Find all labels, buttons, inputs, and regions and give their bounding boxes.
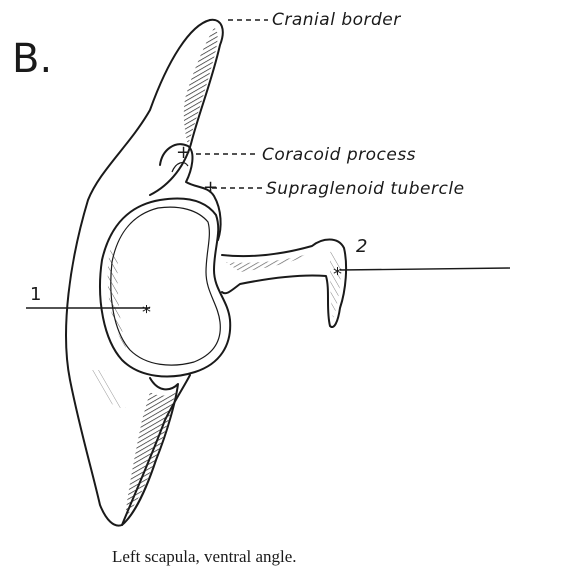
- label-cranial-border: Cranial border: [272, 10, 401, 30]
- marker-one: 1: [30, 284, 41, 305]
- cranial-border-hatching: [184, 28, 218, 145]
- measure-line-2: [340, 268, 510, 270]
- asterisk-2: *: [333, 264, 342, 285]
- acromion-process: [222, 240, 346, 328]
- label-supraglenoid-tubercle: Supraglenoid tubercle: [266, 179, 465, 199]
- glenoid-rim: [100, 199, 230, 377]
- supraglenoid-mark: +: [203, 177, 218, 198]
- lower-shading: [92, 370, 126, 408]
- panel-letter: B.: [12, 36, 52, 82]
- caudal-body-hatching: [125, 390, 176, 518]
- glenoid-wall-hatching: [108, 250, 126, 348]
- figure-caption: Left scapula, ventral angle.: [112, 547, 297, 566]
- glenoid-inner-rim: [111, 207, 220, 365]
- label-coracoid-process: Coracoid process: [262, 145, 416, 165]
- marker-two: 2: [356, 236, 367, 257]
- asterisk-1: *: [142, 302, 151, 323]
- coracoid-mark: +: [176, 142, 191, 163]
